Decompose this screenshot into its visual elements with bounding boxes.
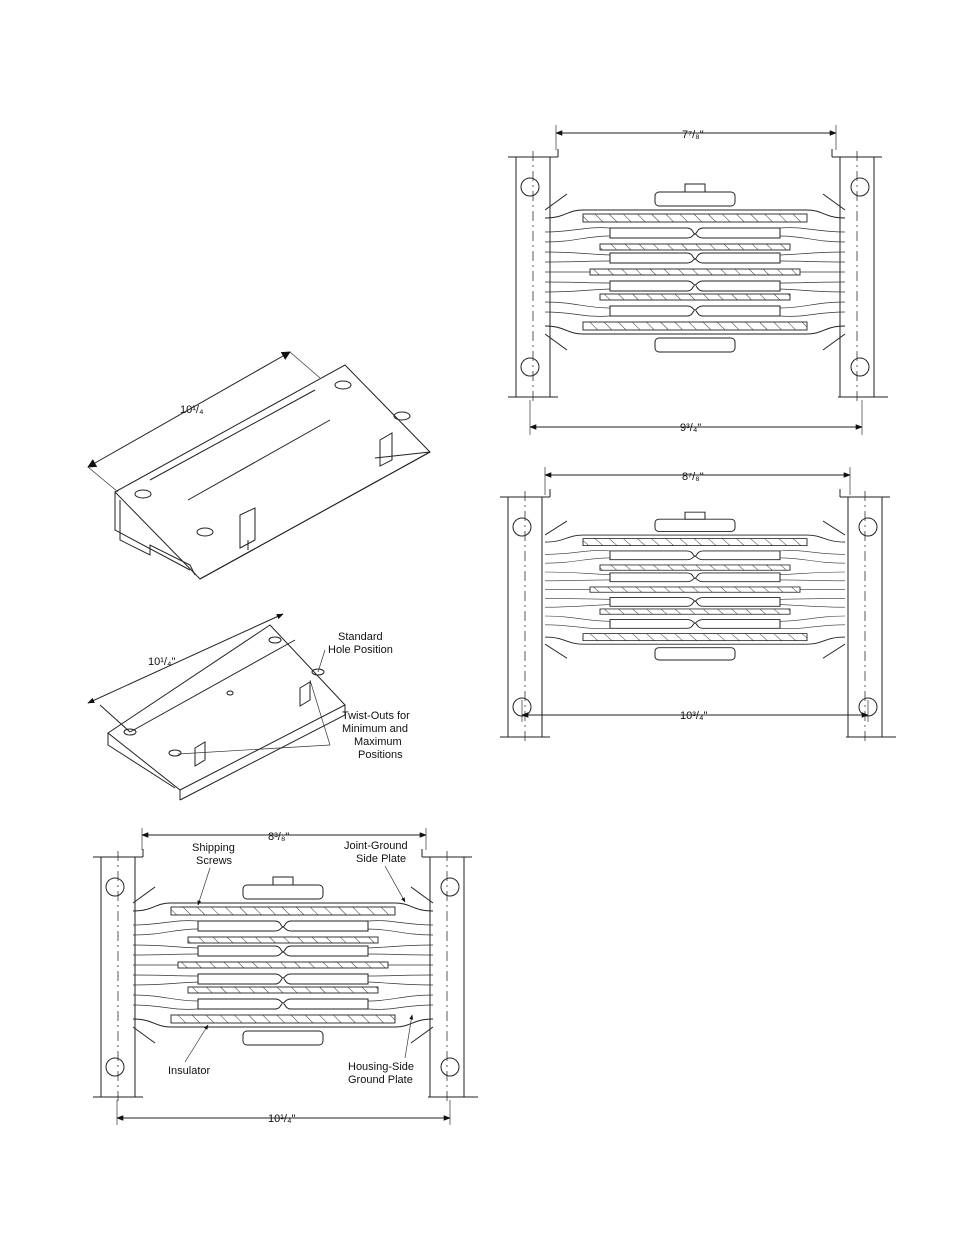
fig-a-length-dimension: 10¹/₄	[180, 404, 204, 416]
label-twist-outs: Twist-Outs for Minimum and Maximum Posit…	[342, 710, 413, 761]
fig-c-bottom-dimension: 10¹/₄"	[268, 1113, 295, 1125]
label-insulator: Insulator	[168, 1065, 211, 1077]
label-joint-ground-side-plate: Joint-Ground Side Plate	[344, 840, 411, 865]
fig-e-top-dimension: 8⁷/₈"	[682, 471, 704, 483]
label-housing-side-ground-plate: Housing-Side Ground Plate	[348, 1061, 417, 1086]
fig-b-housing-isometric: 10¹/₄" Standard Hole Position Twist-Outs…	[88, 614, 413, 800]
label-shipping-screws: Shipping Screws	[192, 842, 238, 867]
fig-c-top-dimension: 8³/₈"	[268, 831, 289, 843]
fig-d-top-dimension: 7⁷/₈"	[682, 129, 704, 141]
fig-d-bottom-dimension: 9³/₄"	[680, 422, 701, 434]
fig-c-splice-assembly: 8³/₈" 10¹/₄" Shipping Screws Joint-Groun…	[93, 828, 478, 1125]
fig-a-housing-isometric: 10¹/₄	[88, 352, 430, 579]
fig-e-splice-assembly: 8⁷/₈" 10³/₄"	[500, 467, 896, 743]
fig-b-length-dimension: 10¹/₄"	[148, 656, 175, 668]
fig-d-splice-assembly: 7⁷/₈" 9³/₄"	[508, 125, 888, 435]
label-standard-hole-position: Standard Hole Position	[328, 631, 393, 656]
fig-e-bottom-dimension: 10³/₄"	[680, 710, 707, 722]
